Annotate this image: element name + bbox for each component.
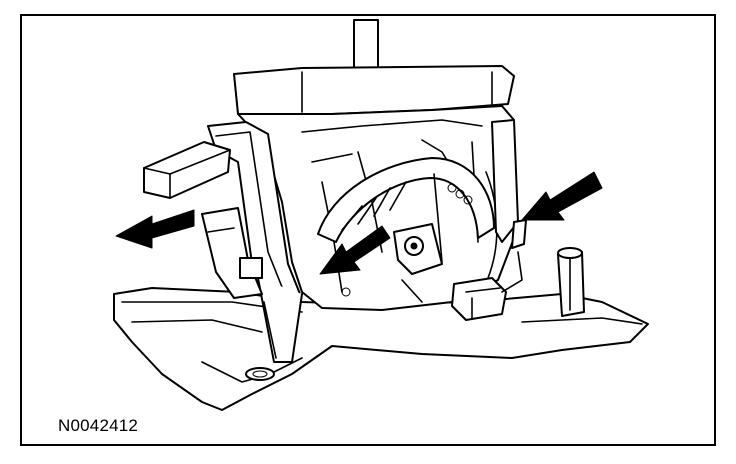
illustration-frame: N0042412 xyxy=(20,14,716,446)
shift-gate-arc xyxy=(317,157,495,263)
lock-cam xyxy=(393,223,443,303)
right-bracket xyxy=(491,119,527,249)
arrow-right xyxy=(521,171,603,221)
callout-arrows xyxy=(115,171,603,275)
arrow-center xyxy=(319,225,391,275)
rear-post xyxy=(557,247,585,317)
left-housing-wall xyxy=(201,207,263,299)
interlock-handle xyxy=(143,141,231,199)
figure-id-label: N0042412 xyxy=(58,416,139,435)
arrow-left xyxy=(115,209,195,249)
shifter-assembly-drawing xyxy=(113,19,649,411)
base-housing xyxy=(113,287,649,411)
